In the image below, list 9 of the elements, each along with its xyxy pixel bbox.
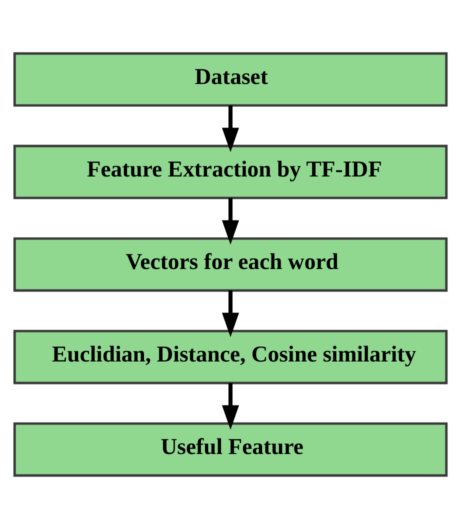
node-box: Feature Extraction by TF-IDF — [13, 144, 448, 200]
arrow — [222, 198, 240, 245]
node-box: Euclidian, Distance, Cosine similarity — [13, 330, 448, 384]
node-box: Useful Feature — [13, 422, 448, 477]
arrow — [222, 290, 240, 338]
arrow — [222, 383, 240, 430]
arrow — [222, 105, 240, 152]
node-box: Dataset — [13, 52, 448, 107]
node-box: Vectors for each word — [13, 237, 448, 292]
